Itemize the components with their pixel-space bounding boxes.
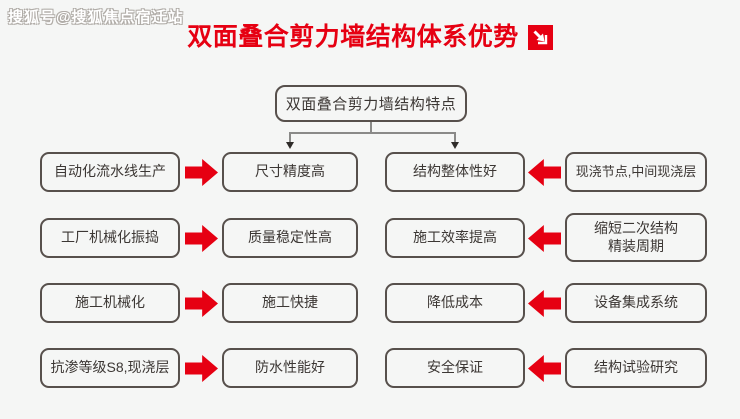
connector-branch	[289, 132, 455, 134]
diagram-row-3: 施工机械化 施工快捷 降低成本 设备集成系统	[0, 283, 740, 323]
arrow-left-icon	[528, 225, 561, 252]
node-left-source: 工厂机械化振捣	[40, 218, 180, 258]
node-right-result: 降低成本	[385, 283, 525, 323]
expand-corner-arrow-icon	[527, 24, 553, 50]
root-node: 双面叠合剪力墙结构特点	[275, 85, 467, 122]
connector-drop-left	[289, 132, 291, 143]
root-node-label: 双面叠合剪力墙结构特点	[285, 96, 457, 113]
node-right-source: 缩短二次结构 精装周期	[565, 213, 707, 262]
node-left-source: 自动化流水线生产	[40, 152, 180, 192]
arrow-right-icon	[185, 355, 218, 382]
node-label: 施工机械化	[75, 294, 145, 311]
node-right-source: 设备集成系统	[565, 283, 707, 323]
arrowhead-down-left-icon	[285, 142, 294, 149]
node-label: 安全保证	[427, 359, 483, 376]
node-label: 自动化流水线生产	[54, 163, 166, 180]
node-right-result: 施工效率提高	[385, 218, 525, 258]
arrow-left-icon	[528, 159, 561, 186]
connector-drop-right	[454, 132, 456, 143]
arrow-right-icon	[185, 225, 218, 252]
diagram-row-4: 抗渗等级S8,现浇层 防水性能好 安全保证 结构试验研究	[0, 348, 740, 388]
connector-stem	[370, 122, 372, 133]
node-right-result: 安全保证	[385, 348, 525, 388]
node-left-result: 尺寸精度高	[222, 152, 358, 192]
arrow-left-icon	[528, 290, 561, 317]
watermark: 搜狐号@搜狐焦点宿迁站	[8, 9, 184, 26]
node-right-source: 结构试验研究	[565, 348, 707, 388]
node-left-result: 防水性能好	[222, 348, 358, 388]
node-label: 缩短二次结构 精装周期	[594, 220, 678, 254]
node-left-source: 抗渗等级S8,现浇层	[40, 348, 180, 388]
arrow-left-icon	[528, 355, 561, 382]
node-label: 施工效率提高	[413, 229, 497, 246]
arrow-right-icon	[185, 290, 218, 317]
node-label: 防水性能好	[255, 359, 325, 376]
node-left-result: 施工快捷	[222, 283, 358, 323]
node-label: 施工快捷	[262, 294, 318, 311]
node-right-result: 结构整体性好	[385, 152, 525, 192]
node-label: 尺寸精度高	[255, 163, 325, 180]
node-label: 质量稳定性高	[248, 229, 332, 246]
diagram-row-2: 工厂机械化振捣 质量稳定性高 施工效率提高 缩短二次结构 精装周期	[0, 213, 740, 262]
node-left-source: 施工机械化	[40, 283, 180, 323]
node-right-source: 现浇节点,中间现浇层	[565, 152, 707, 192]
arrow-right-icon	[185, 159, 218, 186]
node-label: 现浇节点,中间现浇层	[575, 163, 697, 179]
node-left-result: 质量稳定性高	[222, 218, 358, 258]
page-title-bar: 双面叠合剪力墙结构体系优势	[0, 22, 740, 52]
node-label: 设备集成系统	[594, 294, 678, 311]
diagram-row-1: 自动化流水线生产 尺寸精度高 结构整体性好 现浇节点,中间现浇层	[0, 152, 740, 192]
arrowhead-down-right-icon	[450, 142, 459, 149]
node-label: 降低成本	[427, 294, 483, 311]
node-label: 结构整体性好	[413, 163, 497, 180]
page-title: 双面叠合剪力墙结构体系优势	[187, 23, 519, 51]
node-label: 工厂机械化振捣	[61, 229, 159, 246]
node-label: 抗渗等级S8,现浇层	[50, 359, 170, 376]
node-label: 结构试验研究	[594, 359, 678, 376]
